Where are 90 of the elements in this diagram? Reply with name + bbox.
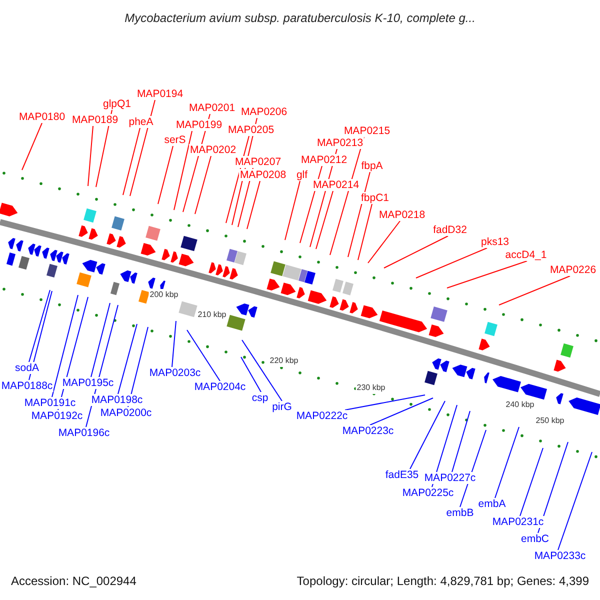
- gene-label: pks13: [480, 236, 510, 248]
- leader-line: [538, 442, 568, 534]
- gene-label: MAP0231c: [491, 516, 545, 528]
- leader-line: [358, 204, 372, 260]
- gene-label: embC: [520, 533, 550, 545]
- gene-label: MAP0227c: [423, 472, 477, 484]
- gene-label: MAP0200c: [99, 407, 153, 419]
- leader-line: [384, 236, 448, 268]
- leader-line: [174, 130, 192, 210]
- leader-line: [130, 100, 156, 196]
- leader-line: [416, 248, 488, 278]
- gene-label: sodA: [14, 362, 40, 374]
- gene-label: MAP0212: [300, 154, 348, 166]
- gene-label: fbpA: [360, 160, 384, 172]
- gene-label: MAP0195c: [61, 377, 115, 389]
- gene-label: MAP0225c: [401, 487, 455, 499]
- gene-label: MAP0201: [188, 102, 236, 114]
- leader-line: [194, 156, 212, 214]
- gene-label: MAP0202: [188, 144, 238, 156]
- leader-line: [240, 356, 262, 392]
- scale-label: 220 kbp: [268, 355, 300, 367]
- gene-label: MAP0191c: [23, 397, 77, 409]
- leader-line: [22, 122, 42, 170]
- leader-line: [90, 302, 110, 378]
- scale-label: 230 kbp: [356, 382, 386, 394]
- gene-label: embB: [445, 507, 475, 519]
- gene-label: MAP0180: [18, 111, 66, 123]
- gene-label: embA: [477, 498, 507, 510]
- leader-line: [158, 146, 174, 204]
- scale-label: 240 kbp: [504, 399, 536, 411]
- leader-line: [370, 398, 434, 426]
- leader-line: [452, 410, 470, 472]
- leader-line: [118, 324, 138, 394]
- leader-line: [446, 260, 528, 288]
- scale-label: 250 kbp: [534, 415, 566, 427]
- leader-line: [172, 320, 176, 368]
- leader-line: [88, 126, 94, 186]
- leader-line: [368, 220, 400, 264]
- leader-line: [344, 394, 426, 410]
- gene-label: MAP0213: [316, 137, 364, 149]
- gene-label: MAP0222c: [295, 410, 349, 422]
- gene-label: MAP0192c: [30, 410, 84, 422]
- leader-line: [246, 180, 260, 230]
- gene-label: MAP0218: [378, 209, 426, 221]
- leader-line: [498, 276, 570, 306]
- gene-label: MAP0206: [240, 106, 288, 118]
- leader-line: [242, 340, 282, 402]
- leader-line: [520, 448, 544, 516]
- accession-text: Accession: NC_002944: [10, 575, 138, 587]
- leader-line: [316, 190, 334, 250]
- leader-line: [186, 330, 220, 382]
- gene-label: MAP0208: [238, 169, 288, 181]
- leader-line: [284, 180, 300, 240]
- gene-label: fbpC1: [360, 192, 390, 204]
- gene-label: pirG: [271, 401, 293, 413]
- map-title: Mycobacterium avium subsp. paratuberculosis K-10, complete g...: [124, 12, 476, 24]
- leader-line: [558, 452, 592, 550]
- gene-label: pheA: [128, 116, 154, 128]
- gene-label: MAP0194: [136, 88, 184, 100]
- gene-label: glpQ1: [102, 98, 132, 110]
- scale-label: 200 kbp: [148, 289, 180, 301]
- gene-label: MAP0223c: [341, 425, 395, 437]
- gene-label: MAP0199: [174, 119, 224, 131]
- gene-label: MAP0226: [548, 264, 598, 276]
- gene-label: MAP0214: [312, 179, 360, 191]
- leader-line: [432, 404, 458, 488]
- leader-line: [410, 400, 446, 470]
- gene-label: MAP0198c: [90, 394, 144, 406]
- leader-line: [122, 128, 140, 196]
- gene-label: MAP0205: [226, 124, 276, 136]
- leader-line: [28, 290, 50, 362]
- gene-label: MAP0203c: [148, 367, 202, 379]
- topology-text: Topology: circular; Length: 4,829,781 bp; Genes: 4,399: [296, 575, 590, 587]
- gene-label: MAP0189: [70, 114, 120, 126]
- scale-label: 210 kbp: [196, 309, 228, 321]
- gene-label: csp: [250, 392, 270, 404]
- gene-label: MAP0196c: [57, 427, 111, 439]
- leader-line: [494, 426, 520, 498]
- gene-label: glf: [295, 169, 309, 181]
- gene-label: fadD32: [432, 224, 468, 236]
- gene-label: MAP0207: [234, 156, 282, 168]
- gene-label: MAP0188c: [0, 380, 54, 392]
- gene-label: MAP0233c: [533, 550, 587, 562]
- gene-label: MAP0204c: [193, 381, 247, 393]
- gene-label: MAP0215: [342, 125, 392, 137]
- leader-line: [28, 290, 52, 380]
- gene-label: fadE35: [384, 469, 420, 481]
- leader-line: [52, 294, 78, 398]
- gene-label: accD4_1: [504, 249, 548, 261]
- gene-label: serS: [163, 134, 187, 146]
